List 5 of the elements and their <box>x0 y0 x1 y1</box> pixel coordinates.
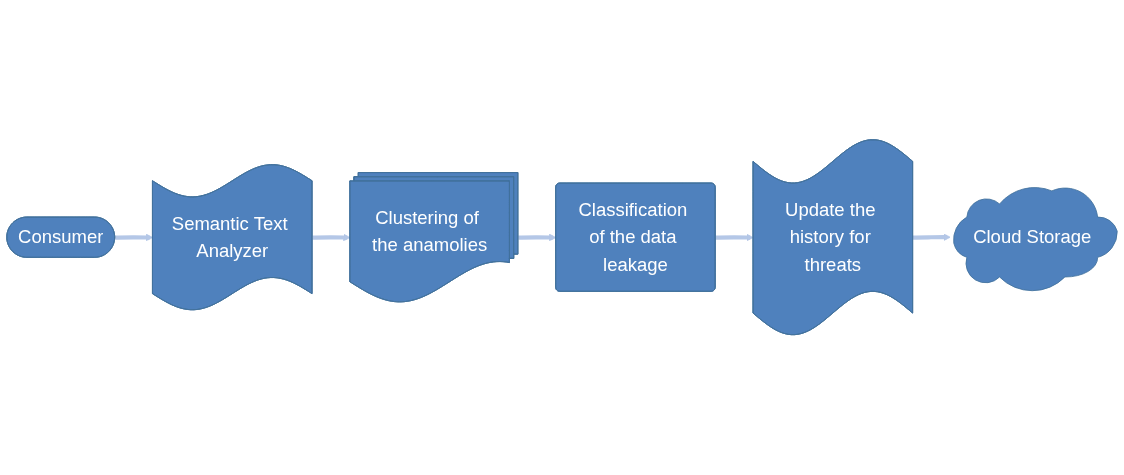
arrow <box>913 233 951 242</box>
arrow <box>518 234 557 242</box>
arrow <box>715 234 754 242</box>
arrow <box>115 234 154 242</box>
arrow <box>312 234 351 242</box>
